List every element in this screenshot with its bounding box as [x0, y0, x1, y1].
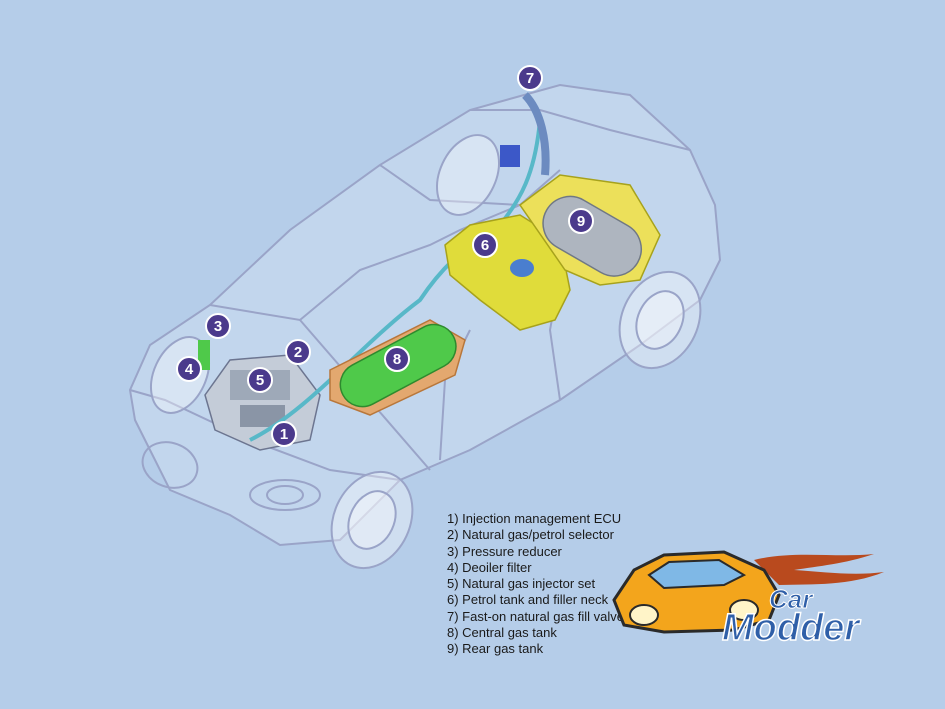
marker-1: 1	[271, 421, 297, 447]
legend-item: 3) Pressure reducer	[447, 543, 562, 559]
legend-item: 4) Deoiler filter	[447, 559, 532, 575]
marker-6: 6	[472, 232, 498, 258]
gas-pipe	[249, 119, 542, 442]
marker-label: 5	[256, 372, 264, 389]
marker-label: 7	[526, 70, 534, 87]
filler-pipe	[522, 92, 550, 176]
legend-item: 5) Natural gas injector set	[447, 576, 596, 592]
carmodder-logo: Car Modder	[612, 550, 884, 650]
fill-valve-part	[500, 145, 520, 167]
legend-item: 1) Injection management ECU	[447, 511, 622, 526]
marker-8: 8	[384, 346, 410, 372]
legend-item: 9) Rear gas tank	[447, 641, 544, 657]
marker-5: 5	[247, 367, 273, 393]
petrol-pump	[510, 259, 534, 277]
logo-line1: Car	[769, 584, 814, 614]
flame-graphic	[754, 554, 884, 585]
front-grille	[141, 441, 321, 511]
marker-label: 4	[185, 361, 194, 378]
marker-2: 2	[285, 339, 311, 365]
marker-9: 9	[568, 208, 594, 234]
marker-label: 8	[393, 351, 401, 368]
rear-gas-tank	[542, 195, 642, 277]
marker-4: 4	[176, 356, 202, 382]
legend-item: 7) Fast-on natural gas fill valve	[447, 608, 625, 624]
marker-label: 3	[214, 318, 222, 335]
component-legend: 1) Injection management ECU 2) Natural g…	[447, 511, 624, 658]
cartoon-car-icon	[612, 550, 781, 634]
logo-line2: Modder	[722, 607, 861, 649]
marker-7: 7	[517, 65, 543, 91]
marker-label: 9	[577, 213, 585, 230]
marker-3: 3	[205, 313, 231, 339]
marker-label: 2	[294, 344, 302, 361]
legend-item: 6) Petrol tank and filler neck	[447, 592, 609, 608]
legend-item: 8) Central gas tank	[447, 625, 557, 641]
marker-label: 6	[481, 237, 489, 254]
deoiler-filter-part	[198, 340, 210, 370]
wheels	[149, 134, 702, 570]
legend-item: 2) Natural gas/petrol selector	[447, 527, 614, 543]
marker-label: 1	[280, 426, 288, 443]
